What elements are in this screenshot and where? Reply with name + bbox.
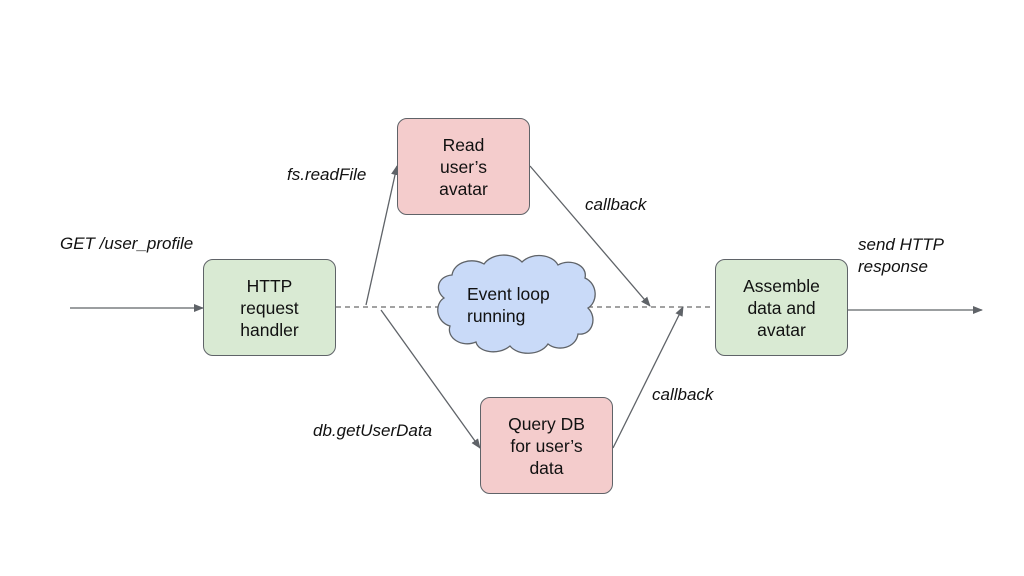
event-loop-cloud: [437, 254, 596, 354]
callback-top-arrow: [529, 165, 651, 307]
readfile-arrow: [365, 165, 399, 306]
fs-readfile-label: fs.readFile: [287, 165, 367, 184]
db-getuserdata-label: db.getUserData: [313, 421, 433, 440]
getuserdata-arrow: [380, 309, 481, 449]
assemble-node: Assemble data and avatar: [715, 259, 848, 356]
callback-bottom-arrow: [612, 306, 684, 449]
read-avatar-node: Read user’s avatar: [397, 118, 530, 215]
get-request-label: GET /user_profile: [60, 234, 194, 253]
query-db-node: Query DB for user’s data: [480, 397, 613, 494]
http-request-handler-node: HTTP request handler: [203, 259, 336, 356]
event-loop-label: Event loop running: [467, 284, 550, 326]
callback-bottom-label: callback: [652, 385, 714, 404]
send-response-label: send HTTP response: [858, 235, 944, 276]
callback-top-label: callback: [585, 195, 647, 214]
